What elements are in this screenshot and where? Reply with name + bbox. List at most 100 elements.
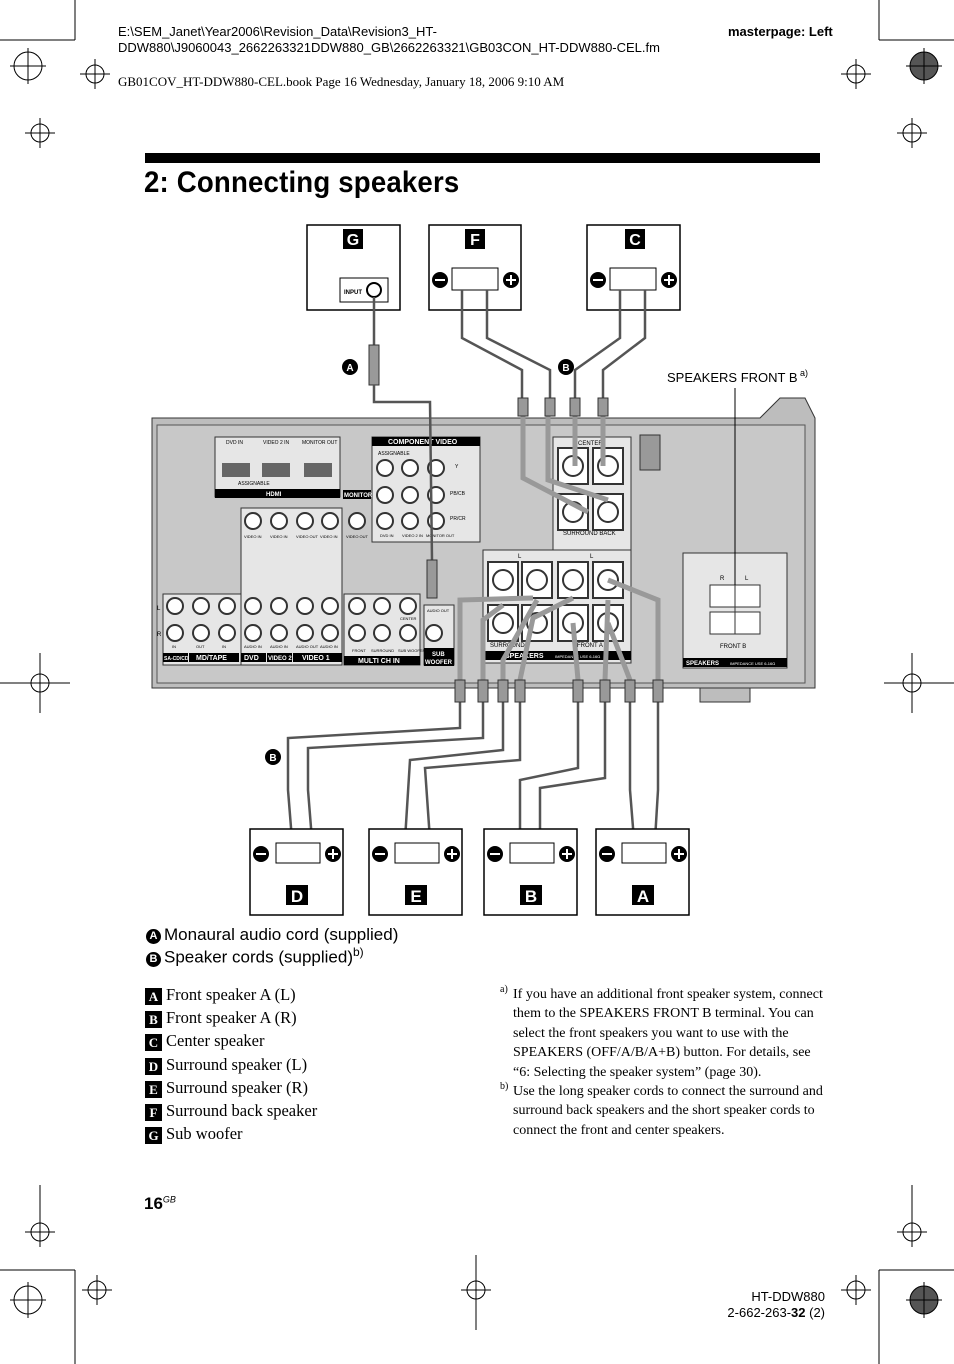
speaker-label: Front speaker A (L) (166, 985, 296, 1004)
mdtape-label: MD/TAPE (196, 655, 227, 662)
box-d-letter: D (291, 887, 303, 906)
speaker-label: Surround speaker (L) (166, 1054, 308, 1074)
model-info: HT-DDW880 2-662-263-32 (2) (720, 1289, 825, 1321)
file-path: E:\SEM_Janet\Year2006\Revision_Data\Revi… (118, 24, 718, 56)
video1-label: VIDEO 1 (302, 655, 330, 662)
hdmi-video2-in: VIDEO 2 IN (263, 440, 290, 446)
page-number-suffix: GB (162, 1194, 176, 1205)
box-e-letter: E (410, 887, 421, 906)
component-pbcb: PB/CB (450, 491, 466, 497)
monitor-label: MONITOR (344, 493, 373, 499)
video1-audio-in: AUDIO IN (320, 644, 338, 649)
video2-label: VIDEO 2 (268, 656, 292, 662)
video1-video-in: VIDEO IN (320, 534, 338, 539)
multich-label: MULTI CH IN (358, 658, 400, 665)
footnote: a)If you have an additional front speake… (500, 984, 825, 1082)
frontb-speakers-label: SPEAKERS (686, 661, 719, 667)
model-name: HT-DDW880 (751, 1289, 825, 1304)
box-c-letter: C (629, 232, 641, 249)
model-code-prefix: 2-662-263- (727, 1305, 792, 1320)
file-path-line1: E:\SEM_Janet\Year2006\Revision_Data\Revi… (118, 24, 437, 39)
speaker-label: Center speaker (166, 1031, 265, 1051)
component-prcr: PR/CR (450, 516, 466, 522)
spk-l-1: L (518, 554, 522, 560)
component-y: Y (455, 464, 459, 470)
component-dvd-in: DVD IN (380, 533, 394, 538)
footnote-text: Use the long speaker cords to connect th… (513, 1084, 823, 1138)
spk-l-2: L (590, 554, 594, 560)
frontb-r: R (720, 576, 725, 582)
component-video-label: COMPONENT VIDEO (388, 439, 458, 446)
dvd-audio-in: AUDIO IN (244, 644, 262, 649)
speaker-badge: G (145, 1127, 162, 1145)
speaker-label: Front speaker A (R) (166, 1008, 297, 1028)
woofer-label: WOOFER (425, 660, 453, 666)
video1-video-out: VIDEO OUT (296, 534, 319, 539)
cord-badge: B (146, 951, 161, 967)
speaker-badge: B (145, 1011, 162, 1029)
surround-label: SURROUND (490, 643, 525, 649)
page-number: 16GB (144, 1194, 176, 1214)
video1-audio-out: AUDIO OUT (296, 644, 319, 649)
jack-l-left: L (157, 606, 161, 612)
footnote-text: If you have an additional front speaker … (513, 987, 823, 1080)
box-a-letter: A (637, 887, 649, 906)
hdmi-assignable: ASSIGNABLE (238, 481, 270, 487)
hdmi-monitor-out: MONITOR OUT (302, 440, 337, 446)
dvd-video-in: VIDEO IN (244, 534, 262, 539)
speaker-label: Sub woofer (166, 1124, 243, 1144)
footnote: b)Use the long speaker cords to connect … (500, 1081, 825, 1140)
video2-video-in: VIDEO IN (270, 534, 288, 539)
speaker-badge: A (145, 988, 162, 1005)
video2-audio-in: AUDIO IN (270, 644, 288, 649)
file-path-line2: DDW880\J9060043_2662263321DDW880_GB\2662… (118, 40, 660, 55)
speaker-label: Surround speaker (R) (166, 1077, 309, 1097)
surround-back-label: SURROUND BACK (563, 531, 616, 537)
page-title: 2: Connecting speakers (144, 166, 460, 199)
title-bar (145, 153, 820, 163)
speaker-label: Surround back speaker (166, 1100, 318, 1120)
component-monitor-out: MONITOR OUT (426, 533, 455, 538)
monitor-video-out: VIDEO OUT (346, 534, 369, 539)
speakers-front-b-sup: a) (800, 368, 808, 378)
sub-audio-out: AUDIO OUT (427, 608, 450, 613)
connection-diagram: DVD IN VIDEO 2 IN MONITOR OUT ASSIGNABLE… (151, 224, 816, 916)
box-b-letter: B (525, 887, 537, 906)
speaker-badge: F (145, 1103, 162, 1121)
speaker-badge: D (145, 1057, 162, 1075)
md-in: IN (222, 644, 226, 649)
speaker-badge: C (145, 1034, 162, 1052)
center-label: CENTER (578, 441, 603, 447)
component-video2-in: VIDEO 2 IN (402, 533, 423, 538)
frontb-panel-label: FRONT B (720, 644, 746, 650)
multich-center: CENTER (400, 616, 417, 621)
model-code-bold: 32 (791, 1305, 806, 1320)
multich-subwoofer: SUB WOOFER (398, 648, 425, 653)
frontb-impedance-label: IMPEDANCE USE 6-16Ω (730, 661, 775, 666)
jack-r-left: R (157, 632, 162, 638)
front-a-label: FRONT A (577, 643, 603, 649)
masterpage-label: masterpage: Left (728, 24, 833, 39)
frontb-l: L (745, 576, 749, 582)
box-f-letter: F (470, 232, 480, 249)
hdmi-dvd-in: DVD IN (226, 440, 243, 446)
multich-surround: SURROUND (371, 648, 394, 653)
dvd-label: DVD (244, 655, 259, 662)
footnotes: a)If you have an additional front speake… (500, 984, 825, 1140)
callout-a-top: A (346, 363, 353, 374)
cord-label: Speaker cords (supplied) (164, 947, 353, 967)
multich-front: FRONT (352, 648, 366, 653)
hdmi-label: HDMI (266, 492, 282, 498)
callout-b-bottom: B (269, 753, 276, 764)
